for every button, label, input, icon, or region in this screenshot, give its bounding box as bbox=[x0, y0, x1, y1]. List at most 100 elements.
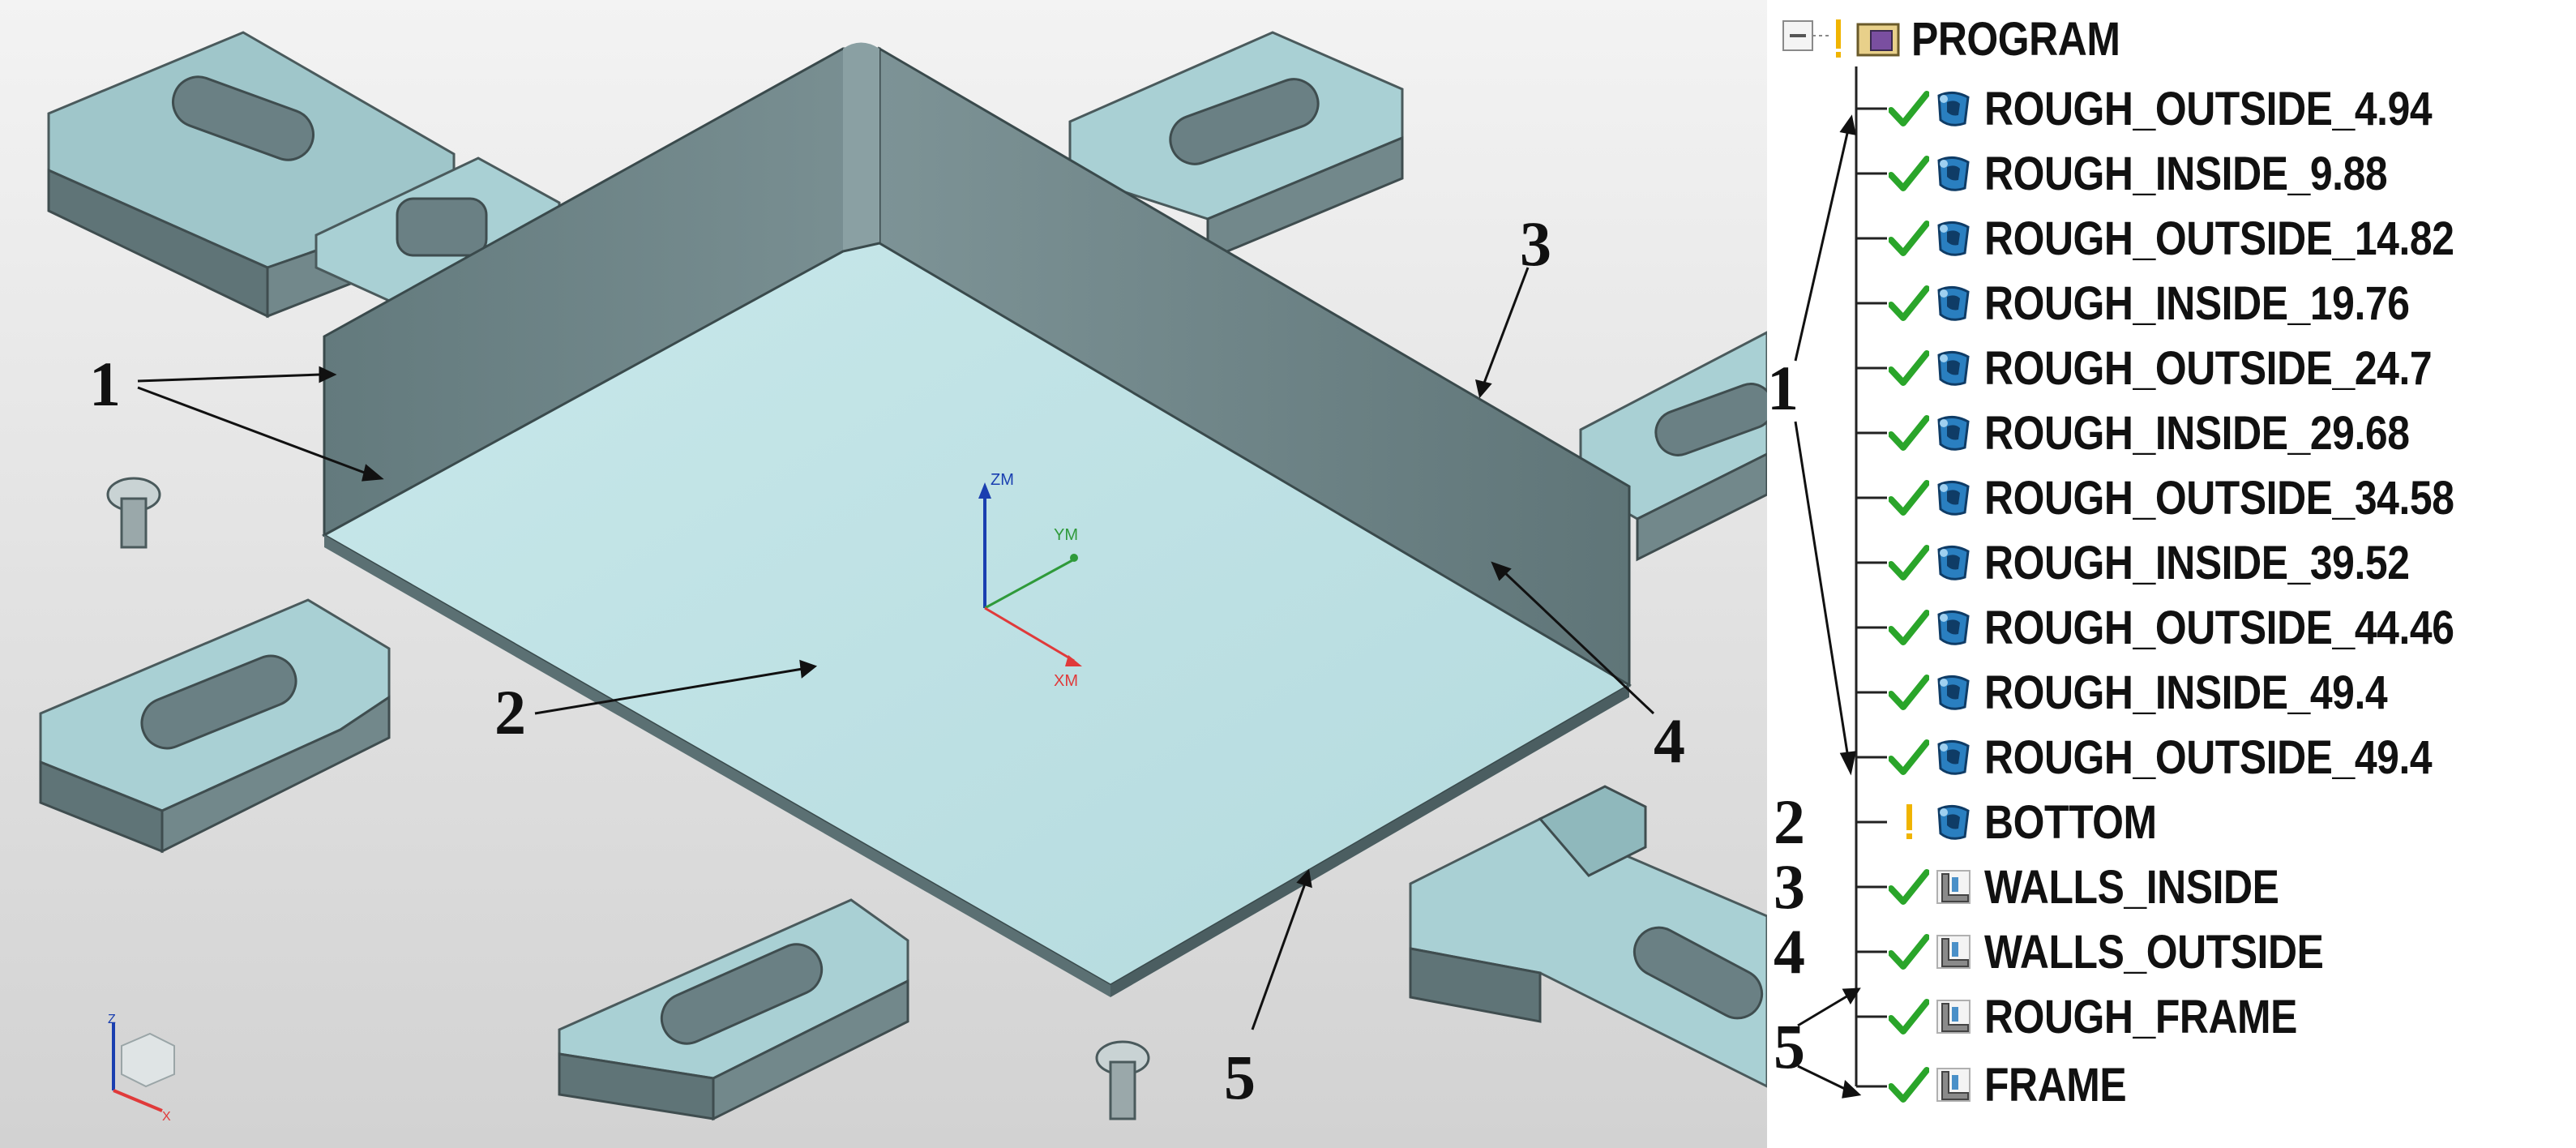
screw-bottom bbox=[1095, 1040, 1150, 1120]
program-group-icon bbox=[1856, 18, 1902, 60]
tree-item-label: BOTTOM bbox=[1984, 795, 2157, 849]
cavity-mill-operation-icon bbox=[1932, 217, 1975, 259]
tree-item-rough-inside-19-76[interactable]: ROUGH_INSIDE_19.76 bbox=[1888, 274, 2479, 332]
tree-root-program[interactable]: PROGRAM bbox=[1832, 10, 2154, 68]
cavity-mill-operation-icon bbox=[1932, 801, 1975, 843]
tree-item-rough-inside-39-52[interactable]: ROUGH_INSIDE_39.52 bbox=[1888, 533, 2479, 592]
tree-item-label: ROUGH_FRAME bbox=[1984, 990, 2298, 1043]
checkmark-icon bbox=[1888, 477, 1930, 519]
tree-item-rough-inside-49-4[interactable]: ROUGH_INSIDE_49.4 bbox=[1888, 663, 2453, 722]
tree-item-rough-outside-14-82[interactable]: ROUGH_OUTSIDE_14.82 bbox=[1888, 209, 2531, 268]
tree-callout-2: 2 bbox=[1774, 786, 1805, 857]
clamp-mid-left bbox=[39, 598, 391, 854]
tree-item-bottom[interactable]: BOTTOM bbox=[1889, 793, 2184, 851]
tree-item-walls-outside[interactable]: WALLS_OUTSIDE bbox=[1888, 923, 2379, 981]
view-triad[interactable]: Z X bbox=[108, 1013, 175, 1124]
checkmark-icon bbox=[1888, 282, 1930, 324]
tree-item-label: ROUGH_OUTSIDE_24.7 bbox=[1984, 341, 2433, 395]
cavity-mill-operation-icon bbox=[1932, 412, 1975, 454]
cavity-mill-operation-icon bbox=[1932, 282, 1975, 324]
tree-item-label: ROUGH_INSIDE_49.4 bbox=[1984, 666, 2388, 719]
tree-item-label: ROUGH_OUTSIDE_49.4 bbox=[1984, 730, 2433, 784]
clamp-top-left bbox=[47, 31, 456, 319]
cavity-mill-operation-icon bbox=[1932, 477, 1975, 519]
tree-item-label: ROUGH_INSIDE_29.68 bbox=[1984, 406, 2410, 460]
part-edge-left bbox=[324, 535, 1110, 997]
callout-5-viewport: 5 bbox=[1224, 1042, 1256, 1112]
wcs-axes: ZM YM XM bbox=[978, 471, 1082, 690]
checkmark-icon bbox=[1888, 996, 1930, 1038]
planar-profile-operation-icon bbox=[1932, 996, 1975, 1038]
cavity-mill-operation-icon bbox=[1932, 347, 1975, 389]
planar-profile-operation-icon bbox=[1932, 931, 1975, 973]
checkmark-icon bbox=[1888, 88, 1930, 130]
cavity-mill-operation-icon bbox=[1932, 671, 1975, 713]
checkmark-icon bbox=[1888, 866, 1930, 908]
wall-corner bbox=[843, 42, 879, 251]
cavity-mill-operation-icon bbox=[1932, 736, 1975, 778]
part-edge-right bbox=[1110, 685, 1629, 997]
planar-profile-operation-icon bbox=[1932, 866, 1975, 908]
tree-item-rough-outside-4-94[interactable]: ROUGH_OUTSIDE_4.94 bbox=[1888, 79, 2505, 138]
checkmark-icon bbox=[1888, 412, 1930, 454]
warning-icon bbox=[1832, 18, 1845, 60]
tree-item-label: ROUGH_OUTSIDE_44.46 bbox=[1984, 601, 2454, 654]
checkmark-icon bbox=[1888, 152, 1930, 195]
callout-2-viewport: 2 bbox=[494, 677, 526, 747]
tree-item-walls-inside[interactable]: WALLS_INSIDE bbox=[1888, 858, 2327, 916]
tree-item-label: FRAME bbox=[1984, 1058, 2127, 1112]
screw-left bbox=[106, 477, 161, 549]
planar-profile-operation-icon bbox=[1932, 1064, 1975, 1106]
triad-label-x: X bbox=[162, 1110, 171, 1124]
callout-arrows bbox=[137, 267, 1655, 1030]
callout-3-viewport: 3 bbox=[1520, 208, 1551, 279]
tree-item-rough-outside-44-46[interactable]: ROUGH_OUTSIDE_44.46 bbox=[1888, 598, 2531, 657]
axis-label-ym: YM bbox=[1054, 526, 1078, 544]
tree-item-label: WALLS_INSIDE bbox=[1984, 860, 2279, 914]
clamp-top-right bbox=[1068, 31, 1404, 262]
checkmark-icon bbox=[1888, 542, 1930, 584]
warning-icon bbox=[1889, 801, 1929, 843]
clamp-bottom-right bbox=[1409, 785, 1767, 1088]
triad-label-z: Z bbox=[108, 1013, 116, 1026]
tree-lines bbox=[1782, 20, 1887, 1099]
tree-callout-3: 3 bbox=[1774, 851, 1805, 922]
tree-callout-4: 4 bbox=[1774, 916, 1805, 987]
callout-4-viewport: 4 bbox=[1654, 705, 1685, 776]
tree-item-rough-inside-29-68[interactable]: ROUGH_INSIDE_29.68 bbox=[1888, 404, 2479, 462]
tree-item-label: ROUGH_OUTSIDE_4.94 bbox=[1984, 82, 2433, 135]
tree-item-label: ROUGH_INSIDE_9.88 bbox=[1984, 147, 2388, 200]
clamp-bottom bbox=[558, 898, 909, 1121]
tree-item-frame[interactable]: FRAME bbox=[1888, 1056, 2150, 1114]
cavity-mill-operation-icon bbox=[1932, 88, 1975, 130]
checkmark-icon bbox=[1888, 931, 1930, 973]
graphics-viewport[interactable]: ZM YM XM Z X 1 2 3 4 bbox=[0, 0, 1767, 1148]
tree-item-rough-outside-24-7[interactable]: ROUGH_OUTSIDE_24.7 bbox=[1888, 339, 2505, 397]
tree-item-label: WALLS_OUTSIDE bbox=[1984, 925, 2324, 979]
part-floor bbox=[321, 242, 1632, 987]
cavity-mill-operation-icon bbox=[1932, 152, 1975, 195]
axis-label-zm: ZM bbox=[991, 471, 1014, 489]
tree-root-label: PROGRAM bbox=[1911, 12, 2120, 66]
checkmark-icon bbox=[1888, 736, 1930, 778]
tree-item-rough-outside-34-58[interactable]: ROUGH_OUTSIDE_34.58 bbox=[1888, 469, 2531, 527]
model-view[interactable]: ZM YM XM Z X bbox=[0, 0, 1767, 1148]
tree-item-label: ROUGH_OUTSIDE_14.82 bbox=[1984, 212, 2454, 265]
cavity-mill-operation-icon bbox=[1932, 542, 1975, 584]
checkmark-icon bbox=[1888, 1064, 1930, 1106]
tree-callout-1: 1 bbox=[1767, 353, 1799, 423]
checkmark-icon bbox=[1888, 347, 1930, 389]
tree-callout-5: 5 bbox=[1774, 1011, 1805, 1082]
checkmark-icon bbox=[1888, 606, 1930, 649]
tree-item-label: ROUGH_INSIDE_19.76 bbox=[1984, 276, 2410, 330]
checkmark-icon bbox=[1888, 671, 1930, 713]
tree-item-rough-frame[interactable]: ROUGH_FRAME bbox=[1888, 987, 2348, 1046]
tree-item-label: ROUGH_INSIDE_39.52 bbox=[1984, 536, 2410, 589]
axis-label-xm: XM bbox=[1054, 672, 1078, 690]
clamp-right bbox=[1579, 331, 1767, 562]
tree-item-rough-inside-9-88[interactable]: ROUGH_INSIDE_9.88 bbox=[1888, 144, 2453, 203]
cavity-mill-operation-icon bbox=[1932, 606, 1975, 649]
machined-part[interactable] bbox=[321, 42, 1632, 998]
tree-item-rough-outside-49-4[interactable]: ROUGH_OUTSIDE_49.4 bbox=[1888, 728, 2505, 786]
